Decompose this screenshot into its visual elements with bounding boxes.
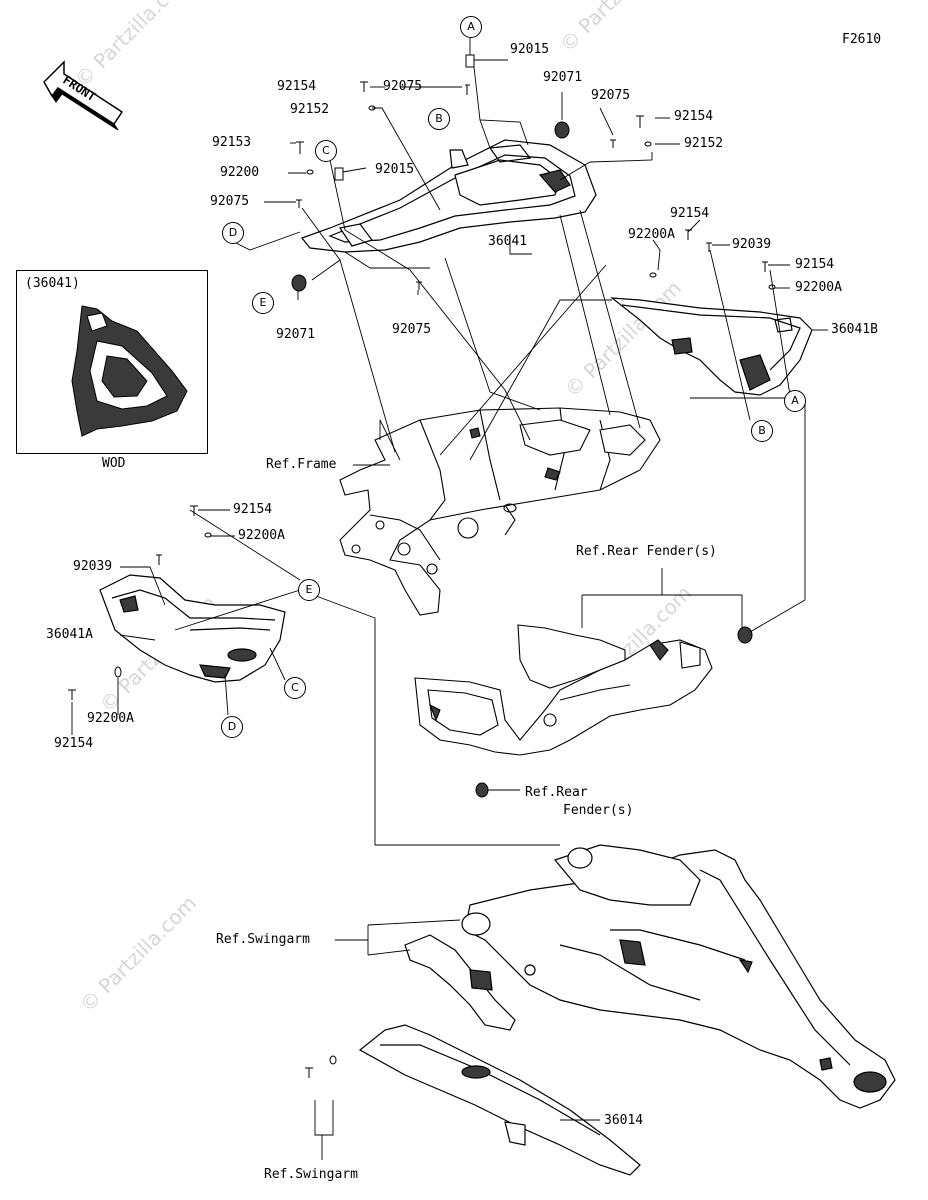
part-label-92075: 92075 bbox=[591, 88, 631, 103]
ref-label-swingarm: Ref.Swingarm bbox=[216, 932, 310, 947]
callout-a: A bbox=[460, 16, 482, 38]
seat-cowl-36041 bbox=[301, 139, 597, 253]
callout-b: B bbox=[428, 108, 450, 130]
part-label-92200a: 92200A bbox=[87, 711, 134, 726]
ref-label-rear-fender-line1: Ref.Rear bbox=[525, 785, 588, 800]
part-label-92015: 92015 bbox=[375, 162, 415, 177]
fasteners bbox=[68, 54, 776, 1078]
callout-c: C bbox=[315, 140, 337, 162]
front-arrow-icon: FRONT bbox=[43, 60, 124, 131]
leader-lines bbox=[71, 38, 828, 1160]
part-label-92154: 92154 bbox=[674, 109, 714, 124]
part-label-92075: 92075 bbox=[383, 79, 423, 94]
part-label-92154: 92154 bbox=[54, 736, 94, 751]
part-label-92039: 92039 bbox=[73, 559, 113, 574]
ref-label-rear-fender-line2: Fender(s) bbox=[563, 803, 634, 818]
part-label-36014: 36014 bbox=[604, 1113, 644, 1128]
ref-label-frame: Ref.Frame bbox=[266, 457, 337, 472]
part-label-92200a: 92200A bbox=[795, 280, 842, 295]
part-label-92200a: 92200A bbox=[628, 227, 675, 242]
callout-b: B bbox=[751, 420, 773, 442]
frame bbox=[339, 407, 661, 616]
part-label-92154: 92154 bbox=[670, 206, 710, 221]
ref-label-rear-fender: Ref.Rear Fender(s) bbox=[576, 544, 717, 559]
part-label-92152: 92152 bbox=[684, 136, 724, 151]
part-label-92200: 92200 bbox=[220, 165, 260, 180]
callout-c: C bbox=[284, 677, 306, 699]
rear-fender bbox=[414, 624, 713, 756]
callout-d: D bbox=[222, 222, 244, 244]
part-label-92154: 92154 bbox=[795, 257, 835, 272]
inset-panel: (36041) WOD bbox=[16, 270, 208, 471]
callout-e: E bbox=[252, 292, 274, 314]
part-label-36041: 36041 bbox=[488, 234, 528, 249]
inset-part-label: (36041) bbox=[25, 276, 80, 291]
part-label-92200a: 92200A bbox=[238, 528, 285, 543]
callout-a: A bbox=[784, 390, 806, 412]
chain-guard bbox=[404, 934, 516, 1031]
part-label-92015: 92015 bbox=[510, 42, 550, 57]
part-label-92154: 92154 bbox=[277, 79, 317, 94]
part-label-92075: 92075 bbox=[392, 322, 432, 337]
part-label-92075: 92075 bbox=[210, 194, 250, 209]
part-label-36041a: 36041A bbox=[46, 627, 93, 642]
part-label-92152: 92152 bbox=[290, 102, 330, 117]
chain-cover-36014 bbox=[358, 1024, 641, 1176]
side-cover-36041b bbox=[610, 297, 813, 396]
part-label-92154: 92154 bbox=[233, 502, 273, 517]
swingarm bbox=[461, 844, 896, 1109]
callout-e: E bbox=[298, 579, 320, 601]
inset-caption: WOD bbox=[102, 456, 126, 471]
part-label-92039: 92039 bbox=[732, 237, 772, 252]
figure-code: F2610 bbox=[842, 32, 882, 47]
part-label-92071: 92071 bbox=[276, 327, 316, 342]
ref-label-swingarm: Ref.Swingarm bbox=[264, 1167, 358, 1182]
part-label-36041b: 36041B bbox=[831, 322, 878, 337]
part-label-92153: 92153 bbox=[212, 135, 252, 150]
side-cover-36041a bbox=[99, 574, 286, 683]
part-label-92071: 92071 bbox=[543, 70, 583, 85]
inset-cowl-drawing bbox=[71, 305, 188, 437]
callout-d: D bbox=[221, 716, 243, 738]
